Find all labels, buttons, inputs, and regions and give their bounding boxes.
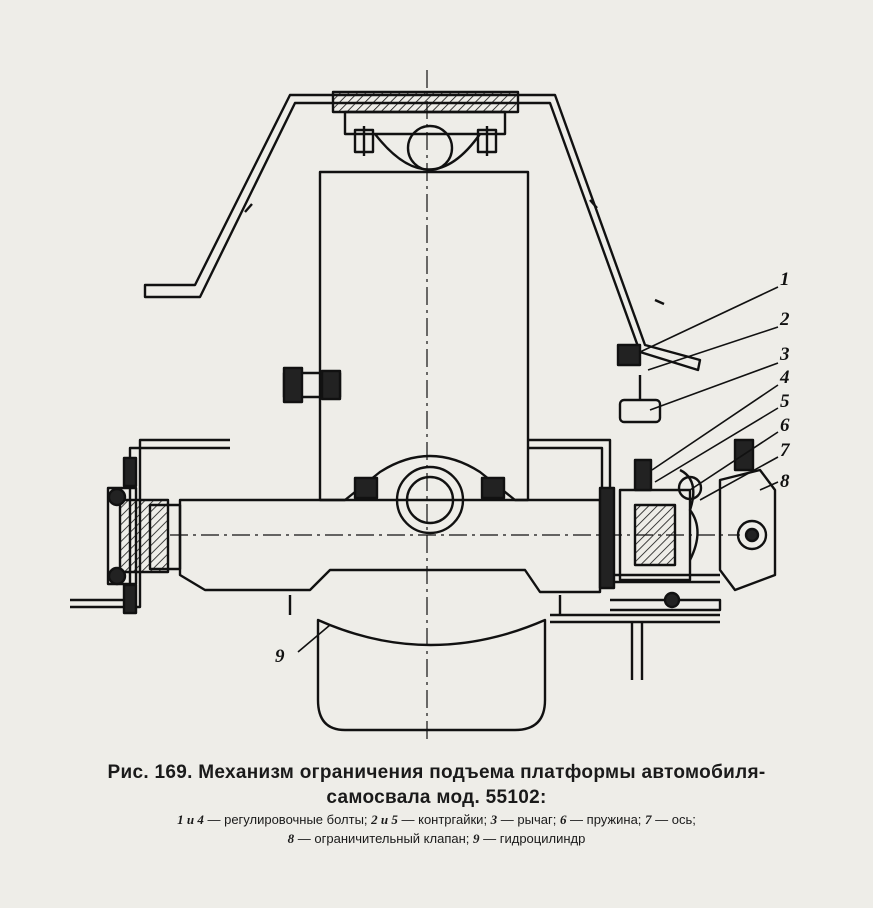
callout-8: 8	[780, 471, 790, 492]
limiting-mechanism	[528, 343, 777, 680]
callout-4: 4	[779, 367, 790, 388]
figure-caption-title: Рис. 169. Механизм ограничения подъема п…	[30, 760, 843, 810]
callout-1: 1	[780, 269, 790, 290]
hydraulic-cylinder-body	[318, 70, 530, 740]
callout-leaders	[297, 286, 779, 653]
callout-2: 2	[779, 309, 790, 330]
caption-title-line-2: самосвала мод. 55102:	[326, 787, 547, 808]
legend-text: — ось;	[651, 812, 696, 827]
legend-text: — пружина;	[566, 812, 646, 827]
legend-num: 1 и 4	[177, 812, 204, 827]
callout-9: 9	[275, 646, 285, 667]
callout-5: 5	[780, 391, 790, 412]
legend-num: 8	[287, 831, 295, 846]
figure-legend: 1 и 4 — регулировочные болты; 2 и 5 — ко…	[20, 810, 853, 848]
caption-title-line-1: Рис. 169. Механизм ограничения подъема п…	[107, 762, 766, 783]
hydraulic-cylinder-lower	[288, 595, 562, 732]
legend-num: 7	[645, 812, 652, 827]
callout-6: 6	[780, 415, 790, 436]
legend-line-2: 8 — ограничительный клапан; 9 — гидроцил…	[20, 829, 853, 848]
legend-text: — контргайки;	[397, 812, 491, 827]
trunnion-axle	[170, 454, 740, 594]
callout-7: 7	[780, 440, 791, 461]
legend-num: 9	[473, 831, 480, 846]
legend-line-1: 1 и 4 — регулировочные болты; 2 и 5 — ко…	[20, 810, 853, 829]
legend-num: 2 и 5	[371, 812, 398, 827]
top-mounting-plate	[331, 90, 520, 172]
callout-labels: 1 2 3 4 5 6 7 8 9	[275, 269, 791, 667]
side-connector	[282, 366, 342, 404]
platform-frame-bracket	[143, 93, 702, 372]
left-flange	[70, 438, 230, 615]
legend-text: — рычаг;	[497, 812, 560, 827]
legend-text: — ограничительный клапан;	[294, 831, 473, 846]
mechanism-drawing: 1 2 3 4 5 6 7 8 9	[70, 70, 791, 740]
legend-text: — регулировочные болты;	[203, 812, 372, 827]
legend-num: 6	[559, 812, 567, 827]
legend-text: — гидроцилиндр	[479, 831, 586, 846]
legend-num: 3	[490, 812, 498, 827]
callout-3: 3	[779, 344, 790, 365]
